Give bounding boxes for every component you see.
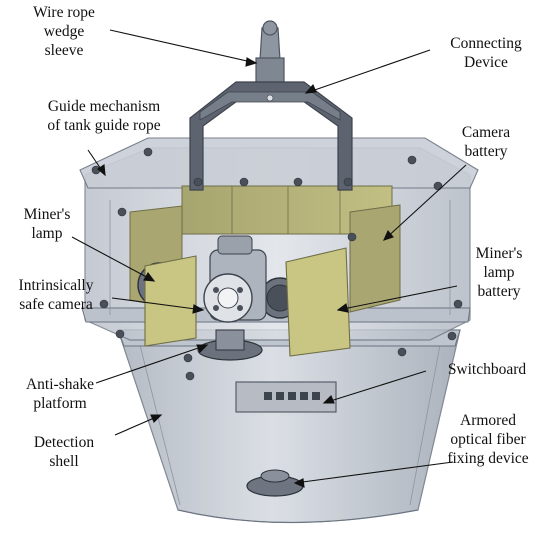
label-miners-lamp-battery: Miner's lamp battery bbox=[475, 245, 523, 300]
connecting-device bbox=[189, 20, 353, 191]
label-intrinsically-safe-camera: Intrinsically safe camera bbox=[18, 277, 94, 313]
label-guide-mechanism: Guide mechanism of tank guide rope bbox=[47, 98, 161, 134]
anti-shake-platform bbox=[197, 329, 263, 361]
label-detection-shell: Detection shell bbox=[33, 434, 95, 470]
label-switchboard: Switchboard bbox=[447, 361, 527, 378]
rim-bolts bbox=[91, 147, 463, 381]
intrinsically-safe-camera bbox=[203, 235, 267, 323]
label-miners-lamp: Miner's lamp bbox=[23, 206, 71, 242]
label-connecting-device: Connecting Device bbox=[450, 35, 522, 71]
switchboard bbox=[235, 381, 337, 413]
label-armored-optical-fiber: Armored optical fiber fixing device bbox=[447, 412, 529, 467]
label-wire-rope-wedge-sleeve: Wire rope wedge sleeve bbox=[33, 4, 95, 59]
leader-lines bbox=[71, 29, 467, 488]
miners-lamp-battery bbox=[144, 247, 351, 357]
label-anti-shake-platform: Anti-shake platform bbox=[25, 376, 94, 412]
label-camera-battery: Camera battery bbox=[461, 124, 511, 160]
